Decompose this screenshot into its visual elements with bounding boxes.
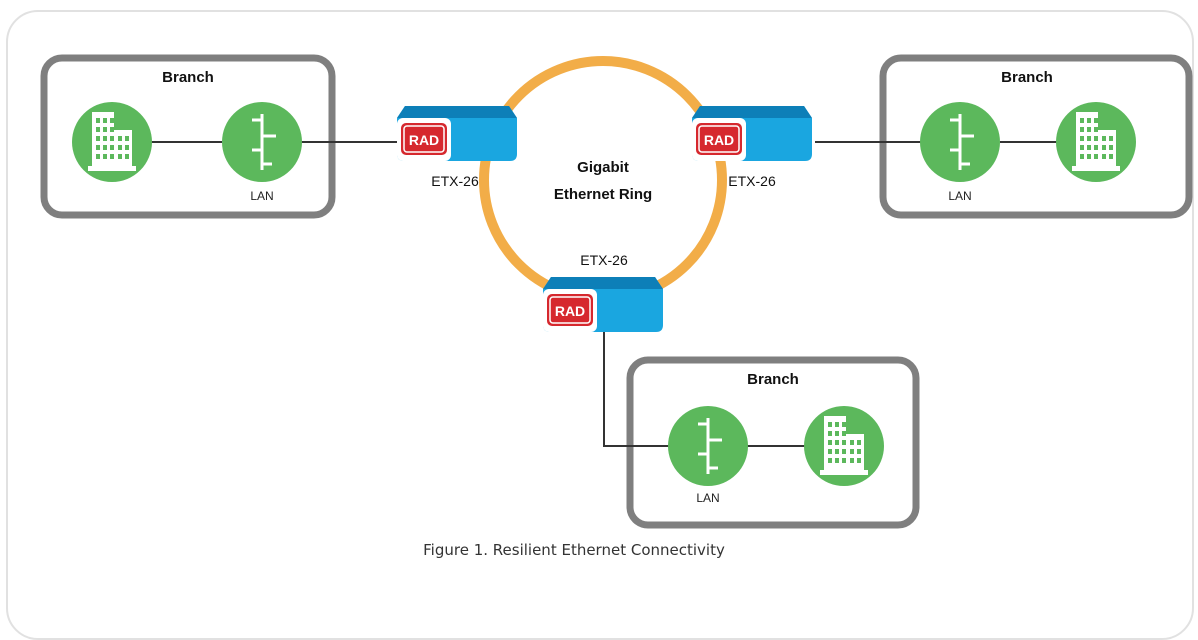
device-label: ETX-26 bbox=[728, 173, 776, 189]
building-icon bbox=[804, 406, 884, 486]
device-label: ETX-26 bbox=[431, 173, 479, 189]
etx-26-device-bottom: ETX-26 RAD bbox=[542, 252, 664, 333]
building-icon bbox=[72, 102, 152, 182]
lan-switch-icon bbox=[666, 404, 750, 488]
lan-switch-icon bbox=[220, 100, 304, 184]
device-label: ETX-26 bbox=[580, 252, 628, 268]
branch-left: Branch LAN bbox=[40, 54, 400, 219]
lan-switch-icon bbox=[918, 100, 1002, 184]
ring-label-line1: Gigabit bbox=[577, 159, 629, 176]
lan-label: LAN bbox=[250, 189, 273, 203]
lan-label: LAN bbox=[948, 189, 971, 203]
etx-26-device-left: RAD ETX-26 bbox=[396, 105, 518, 189]
ring-label-line2: Ethernet Ring bbox=[554, 186, 652, 203]
device-logo: RAD bbox=[704, 132, 734, 148]
device-logo: RAD bbox=[555, 303, 585, 319]
figure-caption: Figure 1. Resilient Ethernet Connectivit… bbox=[423, 541, 725, 559]
branch-title: Branch bbox=[747, 371, 799, 388]
device-logo: RAD bbox=[409, 132, 439, 148]
branch-bottom: Branch LAN bbox=[603, 332, 920, 529]
building-icon bbox=[1056, 102, 1136, 182]
branch-title: Branch bbox=[1001, 69, 1053, 86]
branch-right: Branch LAN bbox=[815, 54, 1193, 219]
branch-title: Branch bbox=[162, 69, 214, 86]
lan-label: LAN bbox=[696, 491, 719, 505]
etx-26-device-right: RAD ETX-26 bbox=[691, 105, 813, 189]
